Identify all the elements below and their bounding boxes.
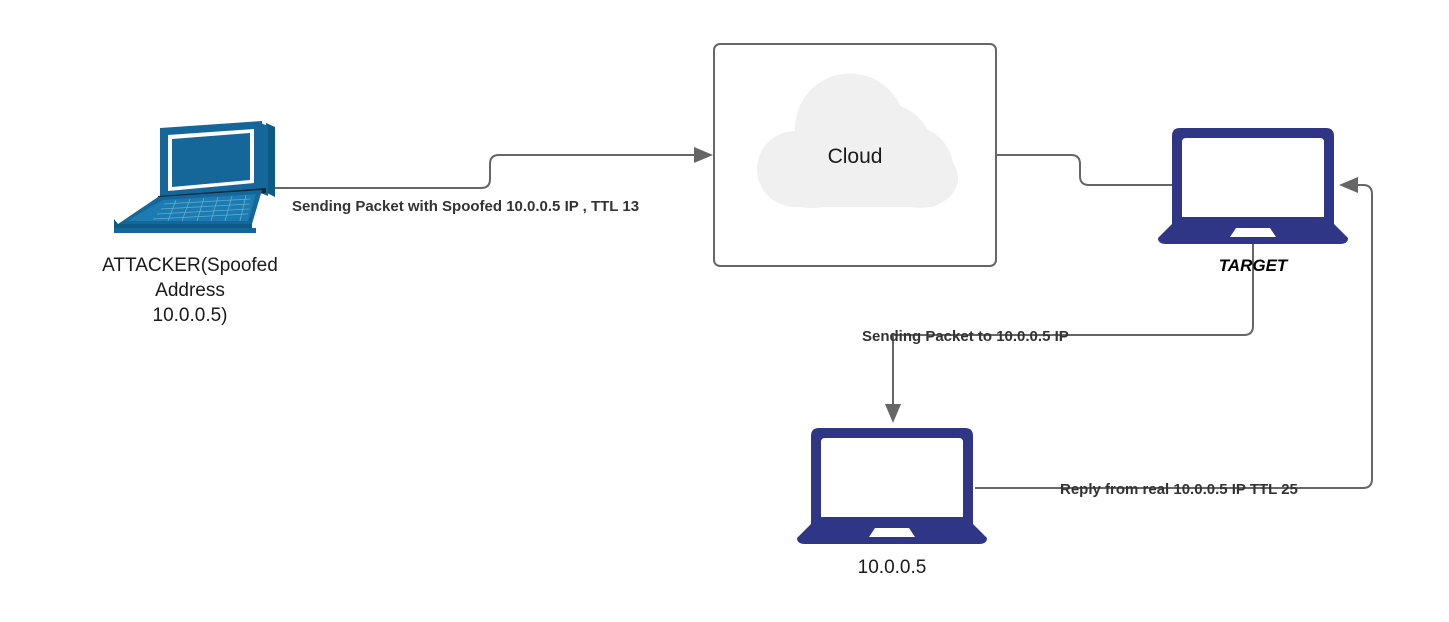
- arrow-head-into-target: [1339, 177, 1358, 193]
- edge-label-victim-to-target: Reply from real 10.0.0.5 IP TTL 25: [1060, 481, 1298, 498]
- edge-victim-to-target: [975, 177, 1373, 489]
- edge-label-target-to-victim: Sending Packet to 10.0.0.5 IP: [862, 328, 1069, 345]
- laptop-icon: [1158, 128, 1348, 244]
- attacker-label-line-2: Address: [155, 280, 225, 301]
- victim-label: 10.0.0.5: [858, 557, 927, 578]
- cloud-label: Cloud: [828, 145, 883, 168]
- connector-line-target-victim: [892, 243, 1254, 410]
- attacker-label-line-3: 10.0.0.5): [153, 305, 228, 326]
- target-label: TARGET: [1219, 256, 1289, 275]
- arrow-head-into-cloud: [694, 147, 713, 163]
- isometric-laptop-icon: [114, 121, 275, 233]
- cloud-icon: [757, 73, 958, 208]
- laptop-icon: [797, 428, 987, 544]
- edge-cloud-to-target: [996, 154, 1172, 186]
- edge-target-to-victim: [885, 243, 1254, 423]
- edge-label-attacker-to-cloud: Sending Packet with Spoofed 10.0.0.5 IP …: [292, 198, 639, 215]
- connector-line-attacker-cloud: [266, 154, 700, 189]
- attacker-label-line-1: ATTACKER(Spoofed: [102, 255, 278, 276]
- node-attacker[interactable]: ATTACKER(Spoofed Address 10.0.0.5): [102, 121, 278, 326]
- node-cloud[interactable]: Cloud: [713, 43, 997, 267]
- node-victim[interactable]: 10.0.0.5: [797, 428, 987, 578]
- edge-attacker-to-cloud: [266, 147, 713, 189]
- connector-line-victim-target: [975, 184, 1373, 489]
- arrow-head-into-victim: [885, 404, 901, 423]
- connector-line-cloud-target: [996, 154, 1172, 186]
- node-target[interactable]: TARGET: [1158, 128, 1348, 275]
